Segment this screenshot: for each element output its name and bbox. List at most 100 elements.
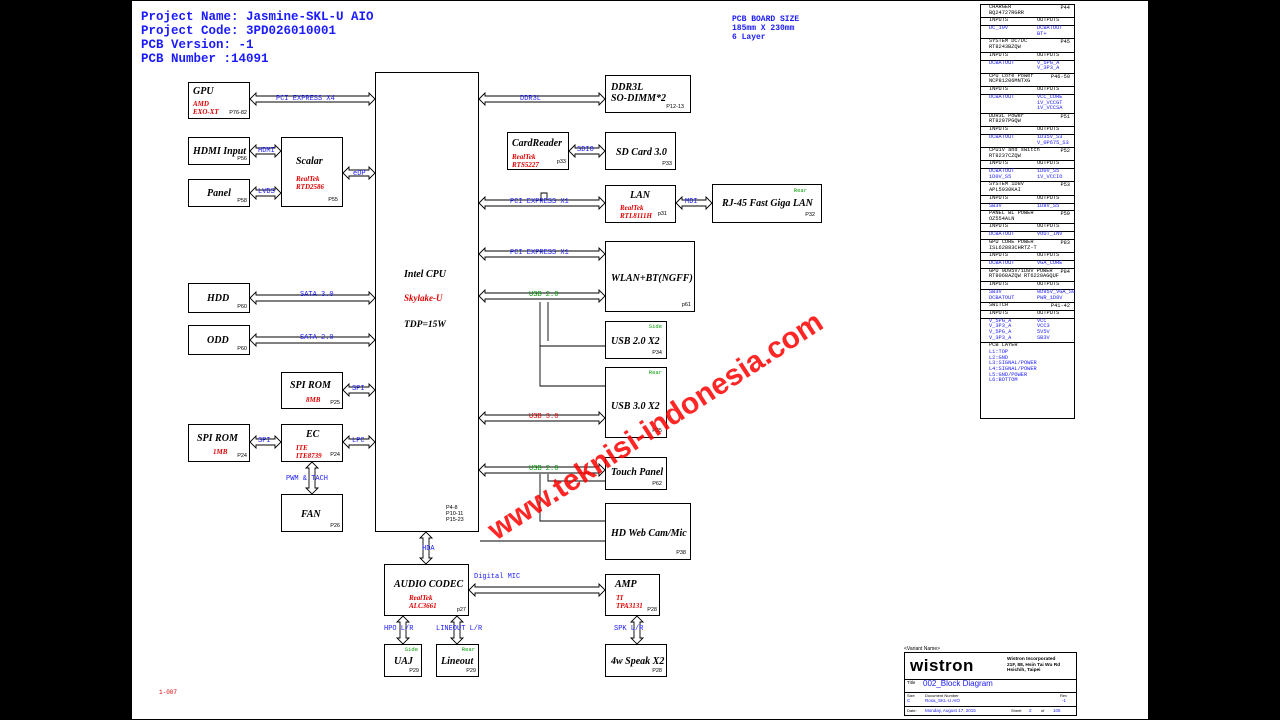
cardreader-block[interactable]: CardReader RealTek RTS5227 p33 — [507, 132, 569, 170]
usb3-title: USB 3.0 X2 — [611, 401, 660, 412]
panel-block[interactable]: Panel P58 — [188, 179, 250, 207]
hdd-block[interactable]: HDD P60 — [188, 283, 250, 313]
title-block: wistron Wistron Incorporated 21F, 88, Hs… — [904, 652, 1077, 716]
usb3-block[interactable]: Rear USB 3.0 X2 P35 — [605, 367, 667, 438]
power-rail-page: P46-50 — [1050, 73, 1070, 80]
label-digital-mic: Digital MIC — [474, 573, 521, 581]
label-usb20-touch: USB 2.0 — [529, 465, 559, 473]
hdmi-input-page: P56 — [237, 156, 247, 162]
uaj-block[interactable]: Side UAJ P29 — [384, 644, 422, 677]
inputs-header: INPUTS — [989, 125, 1009, 132]
rj45-rear-tag: Rear — [793, 187, 807, 194]
rj45-lan-block[interactable]: Rear RJ-45 Fast Giga LAN P32 — [712, 184, 822, 223]
power-rail-title: DDR3L Power RT8207PGQW — [989, 112, 1024, 125]
sheet-label: Sheet — [1011, 708, 1022, 713]
touch-panel-block[interactable]: Touch Panel P62 — [605, 457, 667, 490]
label-hda: HDA — [422, 545, 435, 553]
pcb-number: PCB Number :14091 — [141, 52, 269, 66]
inputs-header: INPUTS — [989, 309, 1009, 316]
ec-block[interactable]: EC ITE ITE8739 P24 — [281, 424, 343, 462]
odd-block[interactable]: ODD P60 — [188, 325, 250, 355]
title-divider — [905, 692, 1077, 693]
inputs-header: INPUTS — [989, 51, 1009, 58]
uaj-side-tag: Side — [404, 646, 418, 653]
power-io-header: INPUTS OUTPUTS — [981, 223, 1074, 233]
power-rail-page: P41-42 — [1050, 303, 1070, 310]
pcb-layer-list: L1:TOP L2:GND L3:SIGNAL/POWER L4:SIGNAL/… — [989, 349, 1037, 384]
date-divider — [905, 706, 1077, 707]
gpu-part: AMD EXO-XT — [193, 100, 219, 116]
of-label: of — [1041, 708, 1045, 713]
cpu-title: Intel CPU — [404, 269, 446, 280]
power-rail-title: PANEL BL POWER OZ554ALN — [989, 210, 1034, 222]
fan-title: FAN — [301, 509, 321, 520]
intel-cpu-block[interactable]: Intel CPU Skylake-U TDP=15W P4-8 P10-11 … — [375, 72, 479, 532]
sd-card-title: SD Card 3.0 — [616, 147, 667, 158]
rj45-page: P32 — [805, 212, 815, 218]
lineout-block[interactable]: Rear Lineout P29 — [436, 644, 479, 677]
spi-rom-1mb-page: P24 — [237, 453, 247, 459]
label-sdio: SDIO — [577, 146, 594, 154]
power-input-value: SB3V DCBATOUT — [989, 289, 1015, 301]
label-hdmi: HDMI — [258, 147, 275, 155]
variant-name: <Variant Name> — [904, 646, 941, 652]
label-pcie-x1-lan: PCI EXPRESS X1 — [510, 198, 569, 206]
docnum-value: Rosa_SKL-U AIO — [925, 698, 961, 703]
outputs-header: OUTPUTS — [1037, 223, 1060, 230]
spi-rom-8mb-block[interactable]: SPI ROM 8MB P25 — [281, 372, 343, 409]
outputs-header: OUTPUTS — [1037, 309, 1060, 316]
lan-block[interactable]: LAN RealTek RTL8111H p31 — [605, 185, 676, 223]
ddr3l-sodimm-block[interactable]: DDR3L SO-DIMM*2 P12-13 — [605, 75, 691, 113]
label-usb30: USB 3.0 — [529, 413, 559, 421]
power-rail-title: SYSTEM 1D8V APL5930KAI — [989, 181, 1024, 194]
audio-codec-part: RealTek ALC3661 — [409, 594, 437, 610]
label-spi-ec: SPI — [258, 437, 271, 445]
scalar-part: RealTek RTD2586 — [296, 175, 324, 191]
project-name: Project Name: Jasmine-SKL-U AIO — [141, 10, 374, 24]
project-code: Project Code: 3PD026010001 — [141, 24, 337, 38]
scalar-block[interactable]: Scalar RealTek RTD2586 P55 — [281, 137, 343, 207]
fan-block[interactable]: FAN P26 — [281, 494, 343, 532]
gpu-page: P76-82 — [229, 110, 247, 116]
power-input-value: DCBATOUT — [989, 231, 1015, 238]
cardreader-part: RealTek RTS5227 — [512, 153, 539, 169]
wlan-bt-block[interactable]: WLAN+BT(NGFF) p61 — [605, 241, 695, 312]
usb2-block[interactable]: Side USB 2.0 X2 P34 — [605, 321, 667, 359]
sheet-value: 2 — [1029, 708, 1032, 713]
usb2-page: P34 — [652, 350, 662, 356]
audio-codec-block[interactable]: AUDIO CODEC RealTek ALC3661 p27 — [384, 564, 469, 616]
sd-card-block[interactable]: SD Card 3.0 P33 — [605, 132, 676, 170]
gpu-title: GPU — [193, 86, 214, 97]
odd-title: ODD — [207, 335, 229, 346]
hdmi-input-block[interactable]: HDMI Input P56 — [188, 137, 250, 165]
outputs-header: OUTPUTS — [1037, 194, 1060, 201]
speaker-block[interactable]: 4w Speak X2 P28 — [605, 644, 667, 677]
title-label: Title — [907, 680, 916, 685]
usb3-page: P35 — [652, 428, 662, 434]
label-pwm-tach: PWM & TACH — [286, 475, 329, 483]
gpu-block[interactable]: GPU AMD EXO-XT P76-82 — [188, 82, 250, 119]
inputs-header: INPUTS — [989, 223, 1009, 230]
power-rail-page: P83 — [1060, 240, 1070, 247]
amp-block[interactable]: AMP TI TPA3131 P28 — [605, 574, 660, 616]
company-address: Wistron Incorporated 21F, 88, Hsin Tai W… — [1007, 657, 1061, 673]
power-output-value: DCBATOUT BT+ — [1037, 25, 1063, 37]
usb2-side-tag: Side — [648, 323, 662, 330]
webcam-mic-block[interactable]: HD Web Cam/Mic P38 — [605, 503, 691, 560]
power-output-value: 1D0V_S5 1V_VCCIO — [1037, 168, 1063, 180]
wlan-page: p61 — [681, 302, 691, 308]
outputs-header: OUTPUTS — [1037, 281, 1060, 288]
spi-rom-1mb-block[interactable]: SPI ROM 1MB P24 — [188, 424, 250, 462]
